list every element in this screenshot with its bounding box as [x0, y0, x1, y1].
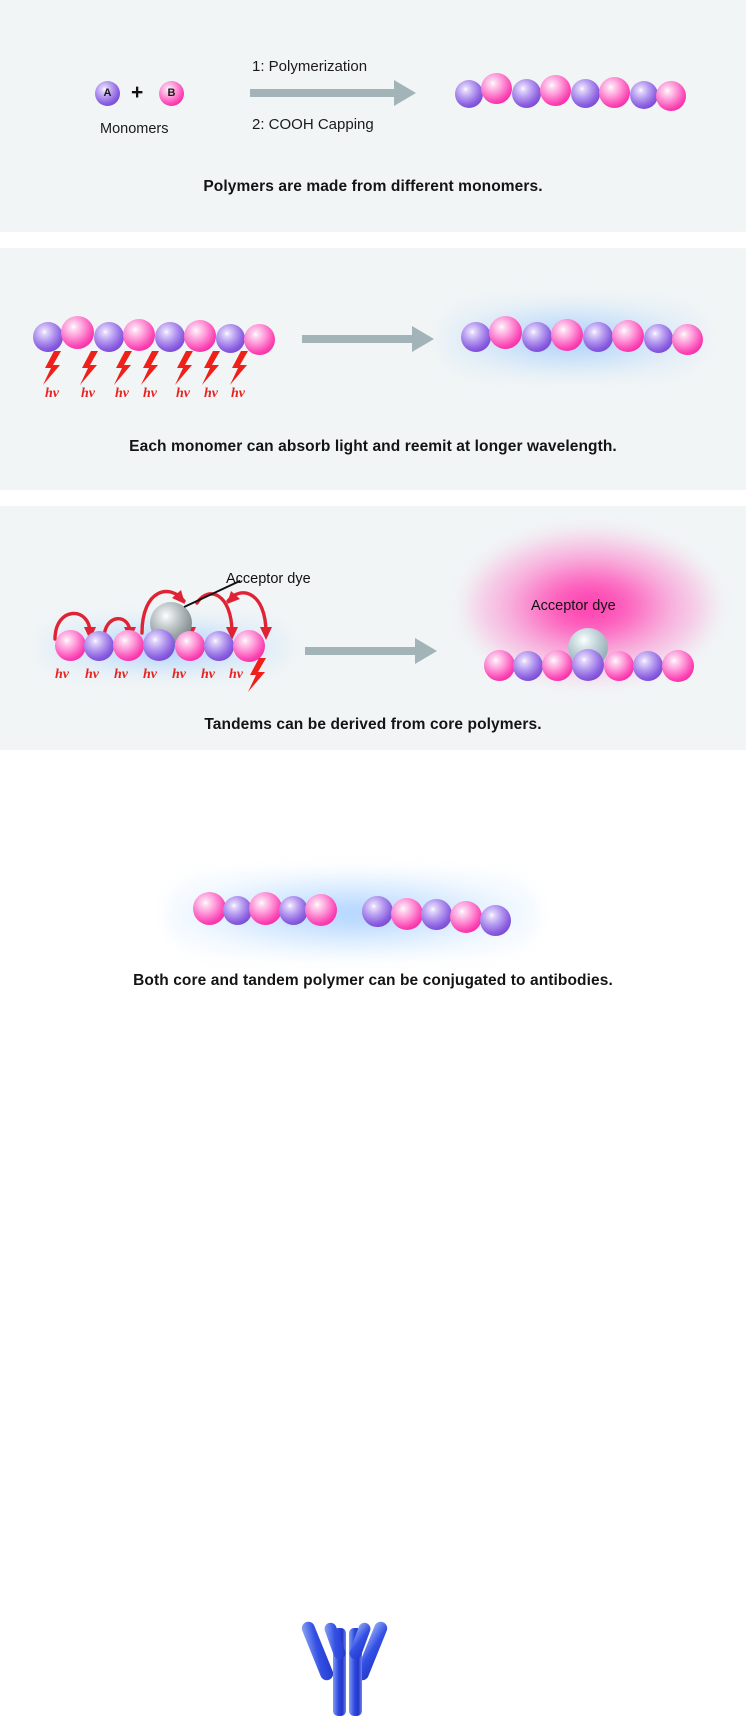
- polymer-chain-emitting: [461, 316, 703, 360]
- chain-bead: [604, 651, 634, 681]
- chain-bead: [155, 322, 185, 352]
- panel-3-caption: Tandems can be derived from core polymer…: [204, 716, 542, 733]
- chain-bead: [94, 322, 124, 352]
- hv-label: hv: [204, 386, 218, 401]
- excitation-bolts: [43, 351, 248, 385]
- chain-bead: [204, 631, 234, 661]
- chain-bead: [461, 322, 491, 352]
- chain-bead: [630, 81, 658, 109]
- monomers-caption: Monomers: [100, 121, 169, 137]
- hv-label: hv: [229, 667, 243, 682]
- hv-label: hv: [85, 667, 99, 682]
- conjugate-chain-right: [362, 890, 527, 938]
- panel-2-caption: Each monomer can absorb light and reemit…: [129, 438, 617, 455]
- chain-bead: [644, 324, 673, 353]
- chain-bead: [481, 73, 512, 104]
- chain-bead: [184, 320, 216, 352]
- hv-label: hv: [55, 667, 69, 682]
- chain-bead: [84, 631, 114, 661]
- hv-label: hv: [115, 386, 129, 401]
- arrow-head: [412, 326, 434, 352]
- arrow-head: [394, 80, 416, 106]
- chain-bead: [244, 324, 275, 355]
- hv-label: hv: [143, 667, 157, 682]
- chain-bead: [305, 894, 337, 926]
- monomer-b-sphere: [159, 81, 184, 106]
- hv-label: hv: [143, 386, 157, 401]
- chain-bead: [512, 79, 541, 108]
- conjugate-chain-left: [193, 890, 353, 934]
- chain-bead: [583, 322, 613, 352]
- antibody-icon: [301, 1621, 388, 1716]
- chain-bead: [33, 322, 63, 352]
- monomer-a-label: A: [103, 87, 112, 99]
- chain-bead: [572, 649, 604, 681]
- chain-bead: [123, 319, 155, 351]
- chain-bead: [672, 324, 703, 355]
- chain-bead: [216, 324, 245, 353]
- hv-label: hv: [231, 386, 245, 401]
- panel-tandem: Acceptor dye hv hv hv hv hv hv hv Accept…: [0, 506, 746, 750]
- step-2-label: 2: COOH Capping: [252, 116, 374, 133]
- chain-bead: [551, 319, 583, 351]
- chain-bead: [513, 651, 543, 681]
- hv-label: hv: [114, 667, 128, 682]
- emission-bolt: [248, 658, 266, 692]
- panel-4-caption: Both core and tandem polymer can be conj…: [133, 972, 613, 989]
- chain-bead: [599, 77, 630, 108]
- hv-label: hv: [201, 667, 215, 682]
- chain-bead: [249, 892, 282, 925]
- chain-bead: [522, 322, 552, 352]
- chain-bead: [421, 899, 452, 930]
- acceptor-dye-label-left: Acceptor dye: [226, 571, 311, 587]
- panel-absorb-emit: hv hv hv hv hv hv hv: [0, 248, 746, 490]
- chain-bead: [662, 650, 694, 682]
- plus-sign: +: [131, 81, 144, 104]
- arrow-head: [415, 638, 437, 664]
- step-1-label: 1: Polymerization: [252, 58, 368, 75]
- chain-bead: [279, 896, 308, 925]
- chain-bead: [391, 898, 423, 930]
- emission-arrow: [302, 326, 434, 352]
- hv-label: hv: [176, 386, 190, 401]
- reaction-arrow: [250, 80, 416, 106]
- panel-1-caption: Polymers are made from different monomer…: [203, 178, 543, 195]
- monomer-b-label: B: [167, 87, 176, 99]
- chain-bead: [175, 631, 205, 661]
- polymer-chain-excited: [33, 316, 275, 360]
- tandem-arrow: [305, 638, 437, 664]
- chain-bead: [143, 629, 175, 661]
- chain-bead: [484, 650, 515, 681]
- tandem-polymer-chain: [484, 646, 704, 686]
- chain-bead: [233, 630, 265, 662]
- arrow-shaft: [302, 335, 414, 343]
- chain-bead: [540, 75, 571, 106]
- hv-label: hv: [45, 386, 59, 401]
- monomer-a-sphere: [95, 81, 120, 106]
- chain-bead: [193, 892, 226, 925]
- polymer-chain-product: [455, 72, 690, 116]
- chain-bead: [362, 896, 393, 927]
- arrow-shaft: [305, 647, 417, 655]
- chain-bead: [61, 316, 94, 349]
- acceptor-dye-label-right: Acceptor dye: [531, 598, 616, 614]
- arrow-shaft: [250, 89, 396, 97]
- chain-bead: [612, 320, 644, 352]
- chain-bead: [656, 81, 686, 111]
- panel-polymerization: A + B Monomers 1: Polymerization 2: COOH…: [0, 0, 746, 232]
- hv-label: hv: [172, 667, 186, 682]
- chain-bead: [223, 896, 252, 925]
- chain-bead: [480, 905, 511, 936]
- chain-bead: [455, 80, 483, 108]
- chain-bead: [450, 901, 482, 933]
- core-polymer-chain: [55, 628, 275, 668]
- chain-bead: [542, 650, 573, 681]
- chain-bead: [571, 79, 600, 108]
- hv-label: hv: [81, 386, 95, 401]
- chain-bead: [113, 630, 144, 661]
- chain-bead: [633, 651, 663, 681]
- chain-bead: [489, 316, 522, 349]
- chain-bead: [55, 630, 86, 661]
